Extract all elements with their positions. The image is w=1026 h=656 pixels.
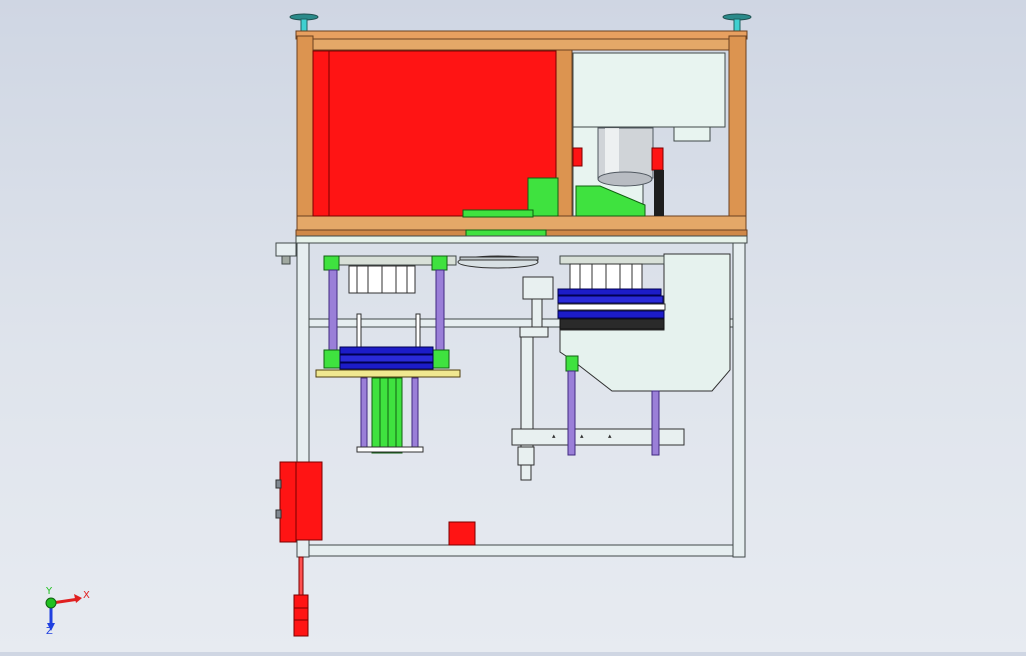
z-axis-label: Z <box>46 626 53 637</box>
left-lower-column <box>356 377 424 454</box>
leveling-foot-right <box>722 13 752 34</box>
coordinate-triad <box>45 594 82 631</box>
red-side-panel <box>312 50 557 217</box>
right-purple-rods <box>567 370 660 456</box>
x-axis-label: X <box>83 590 90 601</box>
center-pulley <box>457 255 539 269</box>
svg-text:▴: ▴ <box>608 432 612 440</box>
red-block <box>448 521 476 546</box>
green-gearbox <box>462 177 646 238</box>
left-blue-discs <box>315 346 461 378</box>
horizontal-bracket: ▴ ▴ ▴ <box>511 428 685 446</box>
motor-cylinder <box>572 127 664 216</box>
right-gear-assembly <box>557 255 666 372</box>
svg-text:▴: ▴ <box>580 432 584 440</box>
right-hopper <box>559 253 731 392</box>
left-gear-wheel <box>348 265 416 294</box>
red-foot-post <box>293 556 309 637</box>
leveling-foot-left <box>289 13 319 34</box>
vertical-actuator <box>517 276 554 481</box>
left-top-plate <box>323 255 457 271</box>
red-motor-side <box>275 461 323 543</box>
y-axis-label: Y <box>46 586 53 597</box>
svg-text:▴: ▴ <box>552 432 556 440</box>
